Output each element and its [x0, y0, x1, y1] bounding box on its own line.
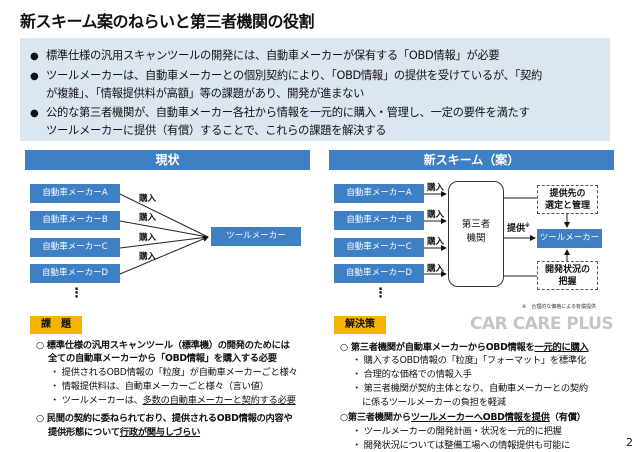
- footnote: ※ 合理的な価格による有償提供: [522, 304, 597, 310]
- bullet-dot: ●: [30, 108, 39, 119]
- solution-label: 解決策: [334, 316, 386, 334]
- issue-point: 全ての自動車メーカーから「OBD情報」を購入する必要: [48, 353, 277, 364]
- provide-text: 提供: [507, 224, 526, 234]
- solution-subpoint: ・ ツールメーカーの開発計画・状況を一元的に把握: [352, 426, 562, 437]
- purchase-label: 購入: [139, 194, 157, 204]
- maker-box-a: 自動車メーカーA: [334, 184, 424, 203]
- purchase-label: 購入: [139, 233, 157, 243]
- solution-subpoint: ・ 購入するOBD情報の「粒度」「フォーマット」を標準化: [352, 355, 586, 366]
- page-title: 新スキーム案のねらいと第三者機関の役割: [20, 12, 315, 31]
- issue-subpoint: ・ ツールメーカーは、多数の自動車メーカーと契約する必要: [50, 394, 296, 407]
- purchase-line: [119, 193, 209, 238]
- bullet-text: 標準仕様の汎用スキャンツールの開発には、自動車メーカーが保有する「OBD情報」が…: [46, 49, 500, 62]
- text: 提供形態について: [48, 427, 120, 438]
- purchase-label: 購入: [427, 237, 445, 247]
- note-mark: ※: [525, 223, 530, 229]
- issues-label: 課 題: [30, 316, 82, 334]
- summary-bullet: ● ツールメーカーは、自動車メーカーとの個別契約により、「OBD情報」の提供を受け…: [30, 67, 542, 102]
- more-dots: ⋮: [374, 286, 387, 301]
- issue-point: ○ 民間の契約に委ねられており、提供されるOBD情報の内容や: [36, 413, 293, 424]
- text: ・ ツールメーカーは、: [50, 395, 143, 406]
- purchase-label: 購入: [139, 252, 157, 262]
- maker-box-c: 自動車メーカーC: [334, 238, 424, 257]
- summary-bullet: ● 標準仕様の汎用スキャンツールの開発には、自動車メーカーが保有する「OBD情報」…: [30, 47, 500, 65]
- solution-point: ○第三者機関からツールメーカーへOBD情報を提供（有償）: [340, 411, 586, 424]
- box-text: 把握: [558, 277, 577, 287]
- solution-subpoint: に係るツールメーカーの負担を軽減: [362, 397, 506, 408]
- bullet-text: が複雑」、「情報提供料が高額」等の課題があり、開発が進まない: [46, 87, 365, 100]
- third-party-label: 機関: [466, 233, 486, 244]
- third-party-box: 第三者 機関: [448, 181, 504, 287]
- solution-subpoint: ・ 開発状況については整備工場への情報提供も可能に: [352, 440, 571, 451]
- provide-label: 提供※: [507, 221, 530, 234]
- maker-box-d: 自動車メーカーD: [334, 264, 424, 283]
- text: （有償）: [549, 412, 586, 423]
- purchase-label: 購入: [427, 183, 445, 193]
- emphasis: 行政が関与しづらい: [119, 427, 201, 438]
- box-text: 選定と管理: [544, 201, 590, 211]
- bullet-dot: ●: [30, 71, 39, 82]
- purchase-line: [119, 236, 209, 249]
- issue-subpoint: ・ 提供されるOBD情報の「粒度」が自動車メーカーごと様々: [50, 367, 298, 378]
- selection-management-box: 提供先の選定と管理: [537, 185, 598, 214]
- status-grasp-box: 開発状況の把握: [537, 261, 598, 290]
- purchase-line: [119, 220, 209, 238]
- purchase-label: 購入: [427, 264, 445, 274]
- solution-subpoint: ・ 第三者機関が契約主体となり、自動車メーカーとの契約: [352, 383, 588, 394]
- tool-maker-box: ツールメーカー: [211, 227, 301, 246]
- third-party-label: 第三者: [461, 219, 491, 230]
- purchase-line: [119, 236, 209, 275]
- box-text: 開発状況の: [544, 265, 590, 275]
- issue-subpoint: ・ 情報提供料は、自動車メーカーごと様々（言い値）: [50, 381, 269, 392]
- maker-box-b: 自動車メーカーB: [30, 211, 120, 230]
- current-header: 現状: [25, 150, 310, 170]
- watermark: CAR CARE PLUS: [470, 314, 614, 334]
- text: ○第三者機関から: [340, 412, 411, 423]
- emphasis: 多数の自動車メーカーと契約する必要: [142, 395, 296, 406]
- bullet-text: ツールメーカーは、自動車メーカーとの個別契約により、「OBD情報」の提供を受けて…: [46, 69, 542, 82]
- tool-maker-box: ツールメーカー: [537, 229, 602, 248]
- maker-box-b: 自動車メーカーB: [334, 211, 424, 230]
- issue-point: 提供形態について行政が関与しづらい: [48, 426, 200, 439]
- bullet-text: ツールメーカーに提供（有償）することで、これらの課題を解決する: [46, 124, 387, 137]
- text: ○ 第三者機関が自動車メーカーからOBD情報を: [340, 342, 535, 353]
- more-dots: ⋮: [70, 286, 83, 301]
- solution-subpoint: ・ 合理的な価格での情報入手: [352, 369, 472, 380]
- purchase-label: 購入: [427, 210, 445, 220]
- bullet-dot: ●: [30, 51, 39, 62]
- summary-bullet: ● 公的な第三者機関が、自動車メーカー各社から情報を一元的に購入・管理し、一定の要…: [30, 104, 530, 139]
- maker-box-a: 自動車メーカーA: [30, 184, 120, 203]
- issue-point: ○ 標準仕様の汎用スキャンツール（標準機）の開発のためには: [36, 340, 290, 351]
- emphasis: 一元的に購入: [534, 342, 589, 353]
- emphasis: ツールメーカーへOBD情報を提供: [410, 412, 550, 423]
- solution-point: ○ 第三者機関が自動車メーカーからOBD情報を一元的に購入: [340, 341, 589, 354]
- box-text: 提供先の: [549, 189, 586, 199]
- purchase-label: 購入: [139, 213, 157, 223]
- summary-box: ● 標準仕様の汎用スキャンツールの開発には、自動車メーカーが保有する「OBD情報」…: [20, 38, 610, 141]
- maker-box-c: 自動車メーカーC: [30, 238, 120, 257]
- page-number: 2: [626, 436, 633, 449]
- new-scheme-header: 新スキーム（案）: [329, 150, 614, 170]
- bullet-text: 公的な第三者機関が、自動車メーカー各社から情報を一元的に購入・管理し、一定の要件…: [46, 106, 530, 119]
- maker-box-d: 自動車メーカーD: [30, 264, 120, 283]
